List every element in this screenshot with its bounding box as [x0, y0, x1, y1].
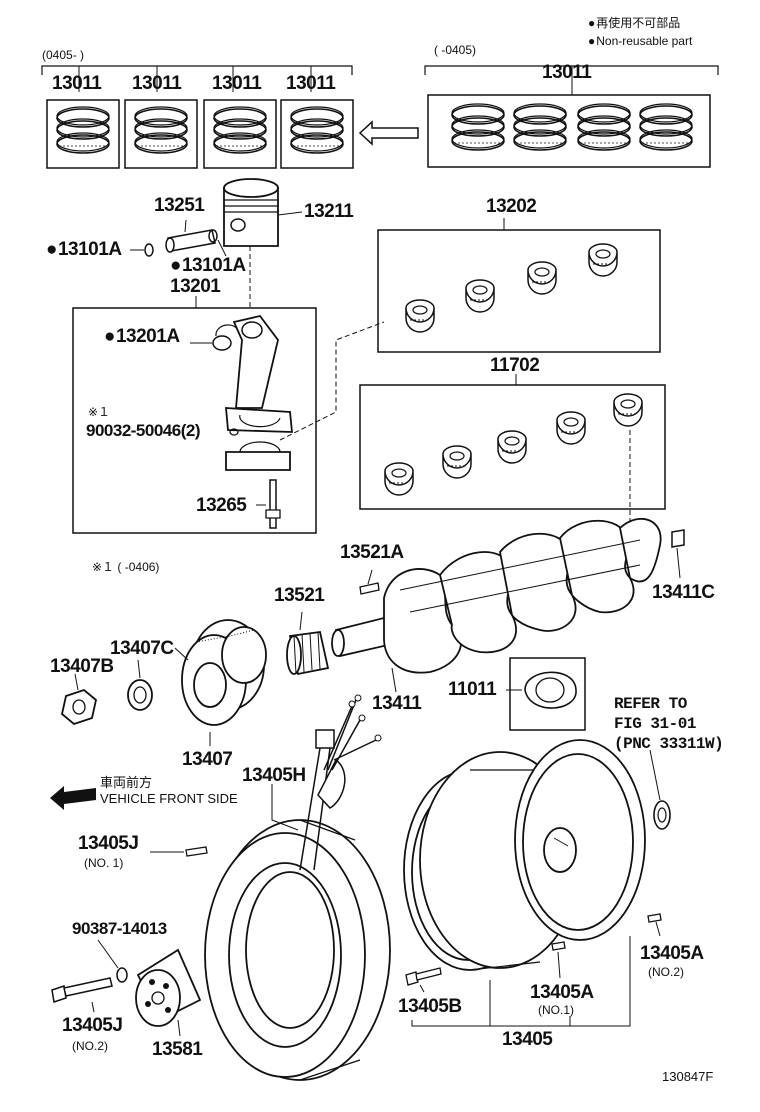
refer-line-1: REFER TO — [614, 695, 687, 713]
legend-non-reusable-jp: 再使用不可部品 — [588, 17, 680, 29]
label-13251[interactable]: 13251 — [154, 195, 205, 216]
label-13011-set[interactable]: 13011 — [542, 62, 592, 83]
label-13407[interactable]: 13407 — [182, 749, 233, 770]
label-90032-50046[interactable]: 90032-50046(2) — [86, 421, 200, 440]
label-13411c[interactable]: 13411C — [652, 582, 715, 603]
direction-en: VEHICLE FRONT SIDE — [100, 791, 238, 806]
label-13405a-2[interactable]: 13405A — [640, 943, 704, 964]
label-13521[interactable]: 13521 — [274, 585, 325, 606]
right-range-label: ( -0405) — [434, 43, 477, 57]
label-13405j-2[interactable]: 13405J — [62, 1015, 123, 1036]
label-13405j-1[interactable]: 13405J — [78, 833, 139, 854]
label-13405a-1[interactable]: 13405A — [530, 982, 594, 1003]
label-13011-d[interactable]: 13011 — [286, 73, 336, 94]
label-13407c[interactable]: 13407C — [110, 638, 174, 659]
note-range-label: ※１ ( -0406) — [92, 560, 160, 574]
note-mark: ※１ — [88, 405, 111, 419]
label-13101a-b[interactable]: 13101A — [170, 256, 246, 275]
label-13201a[interactable]: 13201A — [104, 327, 180, 346]
label-13405a-2-no: (NO.2) — [648, 965, 684, 979]
label-13407b[interactable]: 13407B — [50, 656, 114, 677]
label-13265[interactable]: 13265 — [196, 495, 247, 516]
label-90387-14013[interactable]: 90387-14013 — [72, 919, 167, 938]
label-13405[interactable]: 13405 — [502, 1029, 553, 1050]
legend-non-reusable-en: Non-reusable part — [588, 35, 692, 47]
label-11702[interactable]: 11702 — [490, 355, 540, 376]
label-13211[interactable]: 13211 — [304, 201, 354, 222]
label-13581[interactable]: 13581 — [152, 1039, 203, 1060]
label-13011-a[interactable]: 13011 — [52, 73, 102, 94]
label-13202[interactable]: 13202 — [486, 196, 537, 217]
label-13405j-1-no: (NO. 1) — [84, 856, 124, 870]
label-13405a-1-no: (NO.1) — [538, 1003, 574, 1017]
figure-id: 130847F — [662, 1069, 714, 1084]
label-13011-c[interactable]: 13011 — [212, 73, 262, 94]
label-13405h[interactable]: 13405H — [242, 765, 306, 786]
label-13521a[interactable]: 13521A — [340, 542, 404, 563]
label-13405j-2-no: (NO.2) — [72, 1039, 108, 1053]
label-11011[interactable]: 11011 — [448, 679, 497, 700]
label-13405b[interactable]: 13405B — [398, 996, 462, 1017]
left-range-label: (0405- ) — [42, 48, 85, 62]
label-13011-b[interactable]: 13011 — [132, 73, 182, 94]
label-13411[interactable]: 13411 — [372, 693, 422, 714]
refer-line-2: FIG 31-01 — [614, 715, 696, 733]
label-13101a-a[interactable]: 13101A — [46, 240, 122, 259]
label-13201[interactable]: 13201 — [170, 276, 221, 297]
refer-line-3: (PNC 33311W) — [614, 735, 724, 753]
direction-jp: 車両前方 — [100, 775, 153, 790]
